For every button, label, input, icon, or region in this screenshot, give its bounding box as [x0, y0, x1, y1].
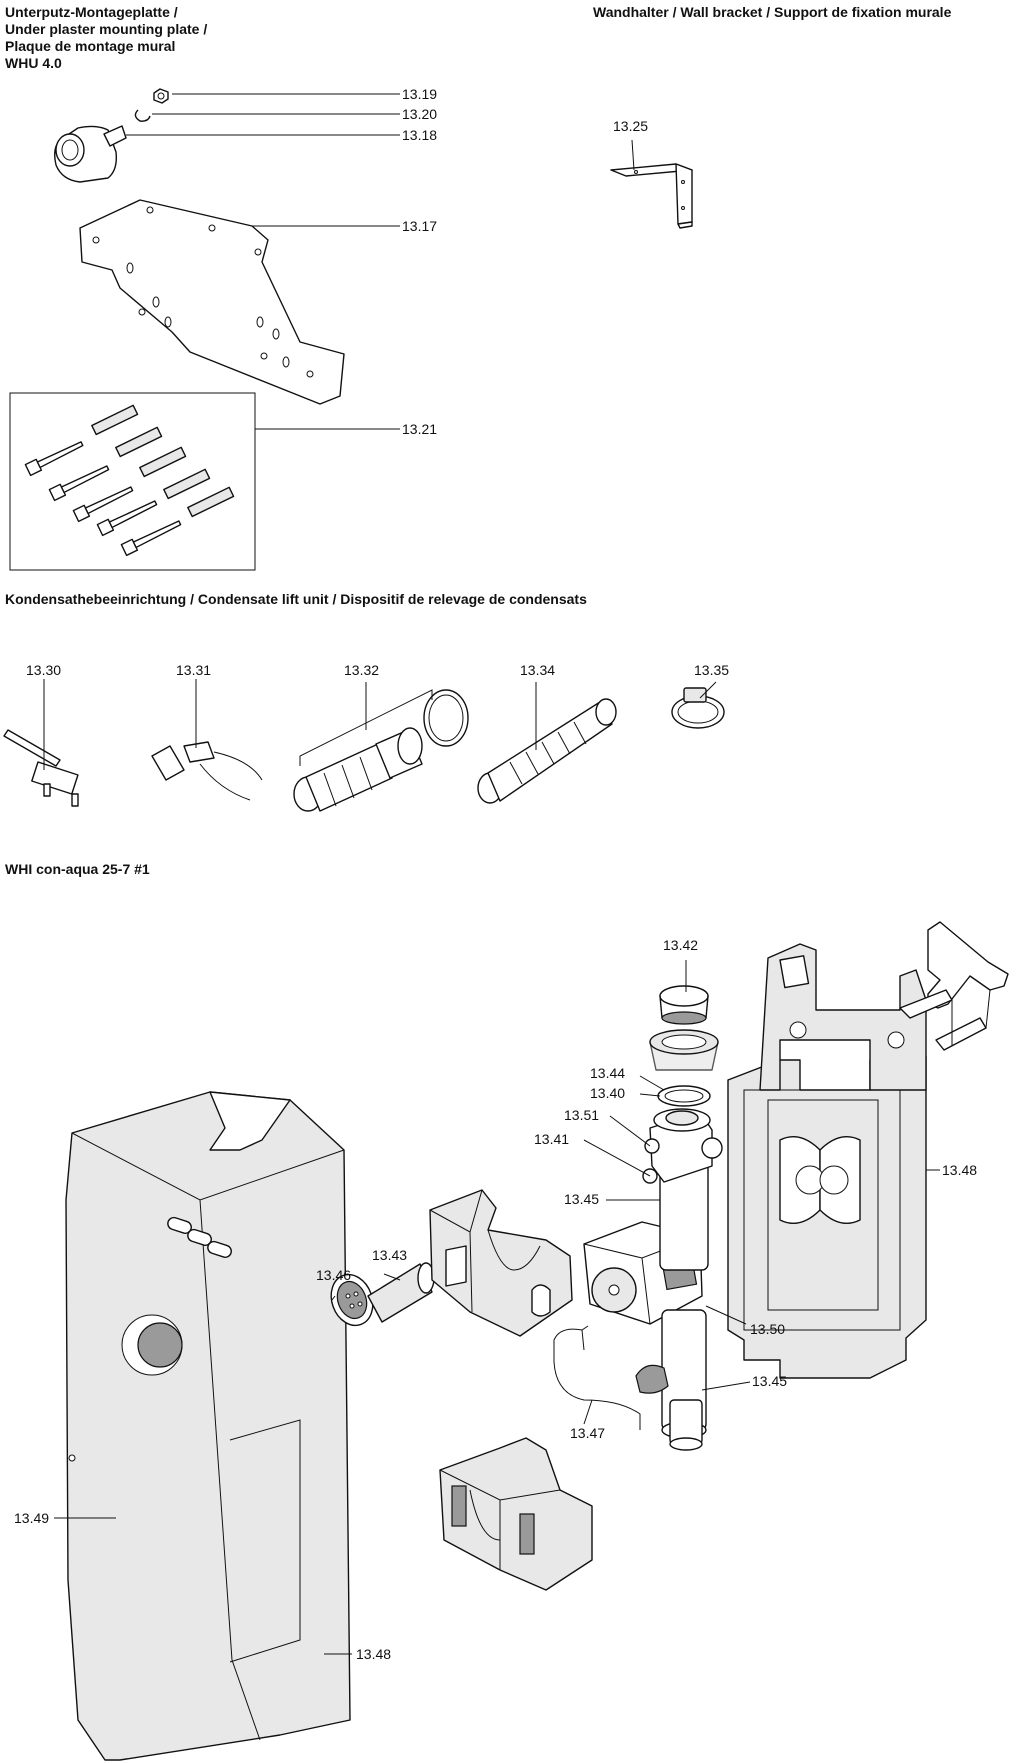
wall-bracket-heading: Wandhalter / Wall bracket / Support de f…	[593, 4, 952, 20]
sensor-cable-part	[553, 1325, 641, 1430]
callout-13-47: 13.47	[570, 1425, 605, 1441]
mounting-plate-heading-line-4: WHU 4.0	[5, 55, 62, 71]
callout-13-45-lower: 13.45	[752, 1373, 787, 1389]
callout-13-34: 13.34	[520, 662, 555, 678]
rear-insulation-shell-part	[727, 943, 927, 1379]
front-cover-part	[65, 1091, 351, 1761]
mounting-plate-heading: Unterputz-Montageplatte / Under plaster …	[5, 4, 207, 72]
callout-13-35: 13.35	[694, 662, 729, 678]
callout-13-46: 13.46	[316, 1267, 351, 1283]
micro-switch-part	[3, 729, 79, 807]
mounting-plate-part	[79, 199, 345, 405]
callout-13-45-upper: 13.45	[564, 1191, 599, 1207]
unit-mounting-bracket-part	[899, 921, 1009, 1051]
hose-nozzle-part	[293, 689, 469, 812]
callout-13-32: 13.32	[344, 662, 379, 678]
condensate-lift-heading: Kondensathebeeinrichtung / Condensate li…	[5, 591, 587, 607]
callout-13-41: 13.41	[534, 1131, 569, 1147]
callout-13-44: 13.44	[590, 1065, 625, 1081]
mounting-plate-heading-line-3: Plaque de montage mural	[5, 38, 176, 54]
callout-13-49: 13.49	[14, 1510, 49, 1526]
nut-part	[153, 88, 169, 104]
upper-insulation-shell-part	[429, 1189, 573, 1337]
callout-13-25: 13.25	[613, 118, 648, 134]
wall-bracket-part	[610, 163, 693, 229]
callout-13-48-lower: 13.48	[356, 1646, 391, 1662]
callout-13-40: 13.40	[590, 1085, 625, 1101]
callout-13-31: 13.31	[176, 662, 211, 678]
callout-13-20: 13.20	[402, 106, 437, 122]
callout-13-17: 13.17	[402, 218, 437, 234]
clip-ring-part	[134, 109, 151, 122]
upper-valve-assembly-part	[642, 1108, 723, 1184]
callout-13-18: 13.18	[402, 127, 437, 143]
lower-insulation-shell-part	[439, 1437, 593, 1591]
lower-ball-valve-part	[635, 1364, 669, 1394]
valve-body-pipe-part	[659, 1140, 709, 1451]
callout-13-50: 13.50	[750, 1321, 785, 1337]
cable-sleeve-part	[367, 1262, 435, 1323]
whi-unit-heading: WHI con-aqua 25-7 #1	[5, 861, 150, 877]
callout-13-42: 13.42	[663, 937, 698, 953]
callout-13-19: 13.19	[402, 86, 437, 102]
callout-13-51: 13.51	[564, 1107, 599, 1123]
union-nut-part	[649, 1029, 719, 1071]
callout-13-21: 13.21	[402, 421, 437, 437]
mounting-plate-heading-line-2: Under plaster mounting plate /	[5, 21, 208, 37]
hose-clamp-part	[671, 687, 725, 729]
callout-13-43: 13.43	[372, 1247, 407, 1263]
corrugated-hose-part	[477, 698, 617, 804]
elbow-fitting-part	[53, 125, 127, 183]
gasket-13-40-part	[657, 1085, 711, 1107]
callout-13-48-upper: 13.48	[942, 1162, 977, 1178]
callout-13-30: 13.30	[26, 662, 61, 678]
screw-kit-parts	[24, 404, 235, 557]
float-switch-part	[151, 741, 263, 801]
screw-cap-part	[659, 985, 709, 1025]
pump-connector-part	[330, 1273, 374, 1327]
screw-kit-frame	[9, 392, 256, 571]
mounting-plate-heading-line-1: Unterputz-Montageplatte /	[5, 4, 178, 20]
